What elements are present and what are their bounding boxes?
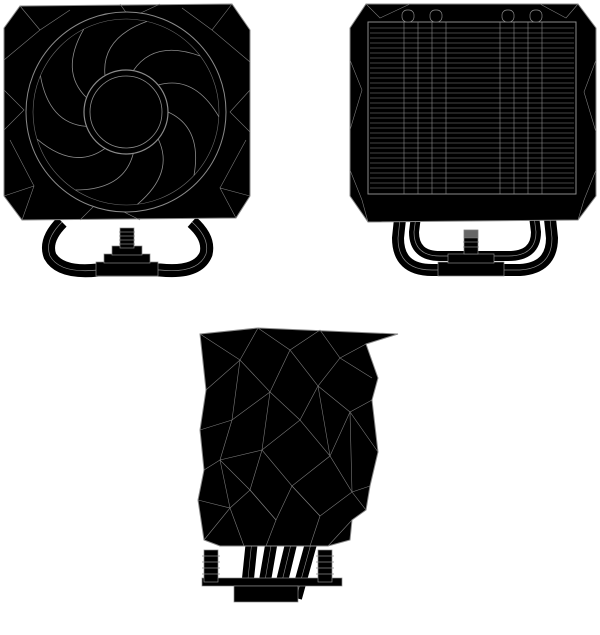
back-mount-base: [437, 253, 505, 277]
front-view: [3, 3, 251, 278]
front-mount-base: [95, 245, 159, 277]
front-fan-blades: [36, 21, 220, 205]
side-shroud-facets: [197, 327, 379, 547]
fan-blade: [132, 49, 201, 71]
fan-blade: [36, 138, 106, 158]
back-fin-lines: [370, 22, 574, 194]
fan-blade: [104, 21, 148, 76]
front-shroud-facets: [3, 3, 251, 221]
front-fan-hub: [83, 69, 169, 155]
fan-blade: [137, 138, 164, 205]
side-view: [197, 327, 399, 603]
fan-blade: [75, 153, 134, 191]
fan-blade: [167, 111, 197, 176]
fan-blade: [40, 75, 87, 127]
fan-blade: [158, 82, 220, 118]
front-spring-screw: [119, 227, 135, 249]
fan-blade: [71, 29, 87, 98]
back-heatpipe-tips: [401, 9, 543, 23]
back-spring-screw: [463, 229, 479, 255]
side-spring-screws: [202, 555, 334, 575]
back-view: [349, 3, 597, 277]
back-shroud-facets: [349, 3, 597, 223]
